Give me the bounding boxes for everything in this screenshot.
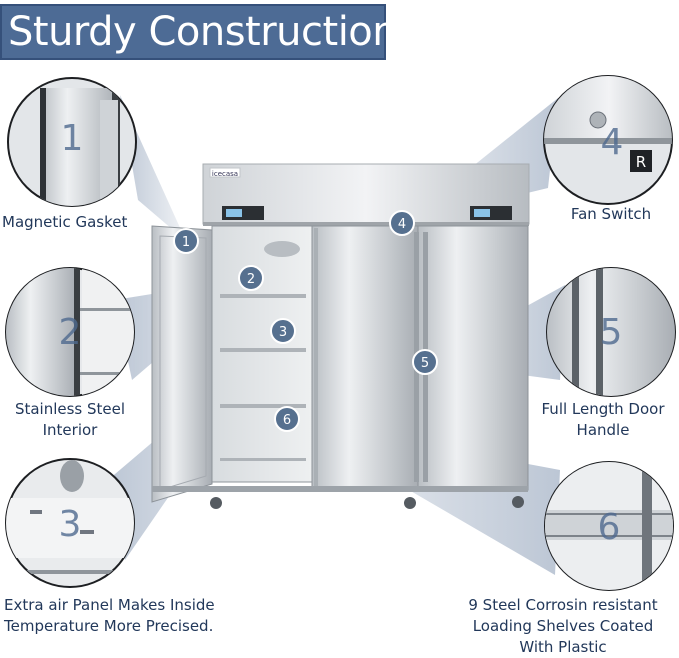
detail-number-5: 5 <box>600 312 623 353</box>
marker-2: 2 <box>238 265 264 291</box>
marker-6: 6 <box>274 406 300 432</box>
caption-magnetic-gasket: Magnetic Gasket <box>2 213 128 231</box>
caption-fan-switch: Fan Switch <box>570 205 652 223</box>
svg-text:1: 1 <box>182 235 190 250</box>
svg-text:6: 6 <box>283 413 291 428</box>
detail-circle-1: 1 <box>7 77 137 207</box>
svg-text:5: 5 <box>421 356 429 371</box>
detail-circle-6: 6 <box>544 461 674 591</box>
marker-4: 4 <box>389 210 415 236</box>
svg-text:2: 2 <box>247 272 255 287</box>
switch-label: R <box>636 153 646 171</box>
detail-number-3: 3 <box>59 504 82 545</box>
caption-door-handle: Full Length Door Handle <box>541 400 665 439</box>
caption-extra-air-panel: Extra air Panel Makes Inside Temperature… <box>4 596 215 635</box>
detail-number-2: 2 <box>59 312 82 353</box>
marker-3: 3 <box>270 318 296 344</box>
marker-1: 1 <box>173 228 199 254</box>
detail-number-1: 1 <box>61 118 84 159</box>
svg-text:3: 3 <box>279 325 287 340</box>
detail-circle-5: 5 <box>546 267 676 397</box>
detail-circle-2: 2 <box>5 267 135 397</box>
brand-logo: icecasa <box>212 170 238 178</box>
detail-number-4: 4 <box>601 122 624 163</box>
caption-stainless-interior: Stainless Steel Interior <box>14 400 126 439</box>
marker-5: 5 <box>412 349 438 375</box>
caption-steel-shelves: 9 Steel Corrosin resistant Loading Shelv… <box>468 596 658 656</box>
detail-circle-4: R 4 <box>543 75 673 205</box>
detail-number-6: 6 <box>598 507 621 548</box>
freezer-body: icecasa <box>151 163 530 509</box>
svg-text:4: 4 <box>398 217 406 232</box>
page-title: Sturdy Construction: <box>0 4 411 60</box>
detail-circle-3: 3 <box>5 458 135 588</box>
